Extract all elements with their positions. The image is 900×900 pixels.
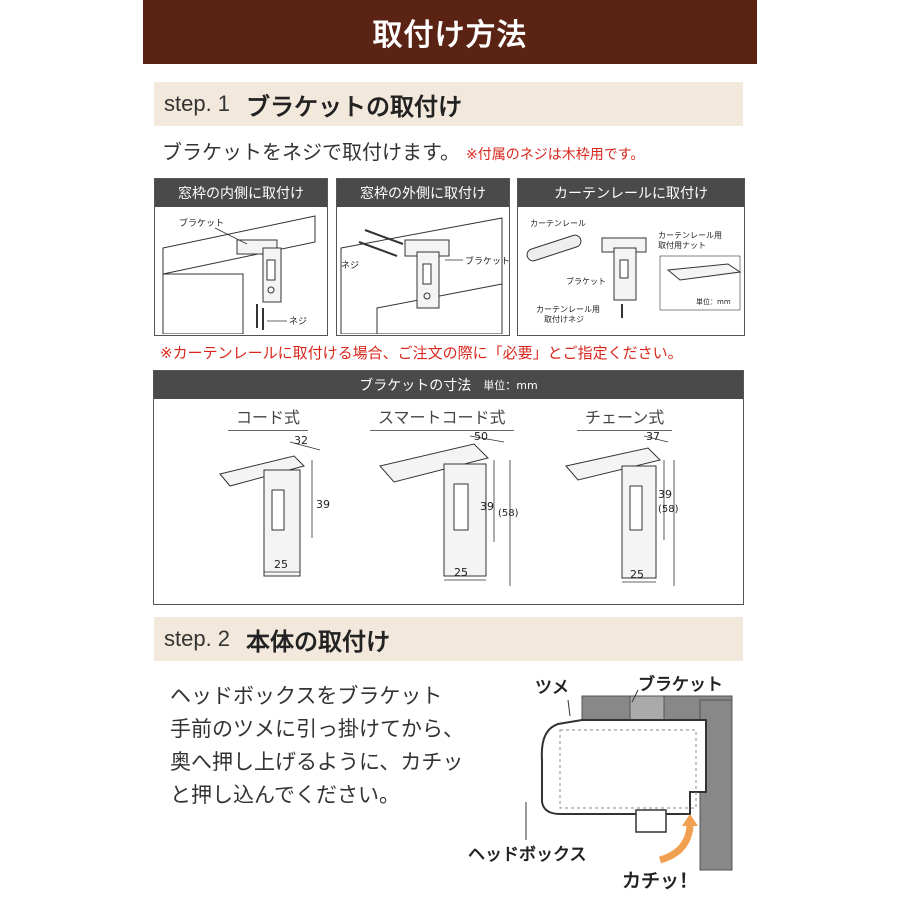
cord-width: 32 xyxy=(294,434,308,447)
label-screw-1: カーテンレール用 xyxy=(536,305,600,314)
step2-title: 本体の取付け xyxy=(246,627,391,656)
label-screw: ネジ xyxy=(289,316,307,327)
step2-description: ヘッドボックスをブラケット 手前のツメに引っ掛けてから、 奥へ押し上げるように、… xyxy=(170,684,464,807)
type-cord: コード式 xyxy=(228,404,309,431)
inside-mount-illustration: ブラケット ネジ xyxy=(162,215,316,334)
smart-height: 39 xyxy=(480,500,494,513)
step2-header: step. 2 本体の取付け xyxy=(154,617,743,661)
panel-title: カーテンレールに取付け xyxy=(518,179,744,207)
page-title: 取付け方法 xyxy=(143,0,757,64)
chain-depth: 25 xyxy=(630,568,644,581)
label-nut-2: 取付用ナット xyxy=(658,240,706,250)
label-screw-2: 取付けネジ xyxy=(544,314,584,324)
step2-number: step. 2 xyxy=(164,626,231,651)
smart-width: 50 xyxy=(474,430,488,443)
panel-outside-mount: 窓枠の外側に取付け ネジ ブラケット xyxy=(336,178,510,336)
step1-header: step. 1 ブラケットの取付け xyxy=(154,82,743,126)
label-rail: カーテンレール xyxy=(530,219,586,228)
smart-depth: 25 xyxy=(454,566,468,579)
bracket-dimensions: ブラケットの寸法単位：mm xyxy=(153,370,744,605)
panel-rail-mount: カーテンレールに取付け カーテンレール カーテンレール用 取付用ナット ブラケッ… xyxy=(517,178,745,336)
step1-title: ブラケットの取付け xyxy=(246,92,463,121)
panel-inside-mount: 窓枠の内側に取付け ブラケット ネジ xyxy=(154,178,328,336)
chain-width: 37 xyxy=(646,430,660,443)
label-bracket: ブラケット xyxy=(638,675,723,695)
label-click: カチッ！ xyxy=(622,870,699,892)
type-chain: チェーン式 xyxy=(577,404,673,431)
label-bracket: ブラケット xyxy=(465,255,509,267)
cord-height: 39 xyxy=(316,498,330,511)
type-smart-cord: スマートコード式 xyxy=(370,404,514,431)
step1-number: step. 1 xyxy=(164,91,231,116)
outside-mount-illustration: ネジ ブラケット xyxy=(340,217,509,334)
dimension-drawings: 32 39 25 50 39 (58) 25 37 39 (58) 25 xyxy=(219,430,679,586)
headbox-cross-section xyxy=(525,690,733,871)
dimensions-header: ブラケットの寸法単位：mm xyxy=(154,371,743,399)
smart-height-total: (58) xyxy=(498,508,519,519)
step1-lead: ブラケットをネジで取付けます。※付属のネジは木枠用です。 xyxy=(162,140,645,164)
rail-warning: ※カーテンレールに取付ける場合、ご注文の際に「必要」とご指定ください。 xyxy=(160,344,683,362)
chain-height-total: (58) xyxy=(658,504,679,515)
panel-title: 窓枠の内側に取付け xyxy=(155,179,327,207)
label-tsume: ツメ xyxy=(535,678,569,698)
chain-height: 39 xyxy=(658,488,672,501)
panel-title: 窓枠の外側に取付け xyxy=(337,179,509,207)
label-headbox: ヘッドボックス xyxy=(468,845,587,865)
unit-label: 単位：mm xyxy=(696,297,731,306)
label-bracket: ブラケット xyxy=(566,276,606,286)
screw-note: ※付属のネジは木枠用です。 xyxy=(466,147,645,163)
cord-depth: 25 xyxy=(274,558,288,571)
label-screw: ネジ xyxy=(341,260,359,271)
label-nut-1: カーテンレール用 xyxy=(658,231,722,240)
label-bracket: ブラケット xyxy=(179,217,224,229)
rail-mount-illustration: カーテンレール カーテンレール用 取付用ナット ブラケット カーテンレール用 取… xyxy=(526,219,742,324)
